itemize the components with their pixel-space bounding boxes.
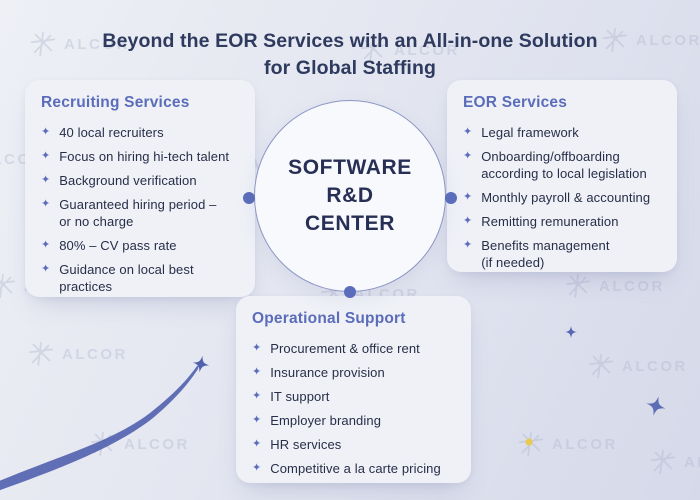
- list-item: ✦ Competitive a la carte pricing: [252, 460, 457, 477]
- list-item-text: Employer branding: [270, 413, 382, 428]
- sparkle-bullet-icon: ✦: [41, 198, 51, 210]
- operational-support-list: ✦ Procurement & office rent ✦ Insurance …: [252, 340, 457, 477]
- circle-label: SOFTWARE R&D CENTER: [288, 156, 412, 235]
- sparkle-bullet-icon: ✦: [252, 414, 262, 426]
- list-item-text: HR services: [270, 437, 342, 452]
- list-item: ✦ Guidance on local best practices: [41, 261, 241, 295]
- list-item-text: Onboarding/offboarding according to loca…: [481, 149, 647, 181]
- page-title: Beyond the EOR Services with an All-in-o…: [102, 30, 598, 80]
- eor-services-heading: EOR Services: [463, 94, 568, 111]
- sparkle-bullet-icon: ✦: [41, 239, 51, 251]
- list-item-text: Procurement & office rent: [270, 341, 420, 356]
- list-item: ✦ Onboarding/offboarding according to lo…: [463, 148, 663, 182]
- sparkle-bullet-icon: ✦: [252, 462, 262, 474]
- sparkle-bullet-icon: ✦: [252, 366, 262, 378]
- large-sparkle-star-icon: [646, 396, 666, 416]
- list-item-text: IT support: [270, 389, 330, 404]
- sparkle-bullet-icon: ✦: [41, 263, 51, 275]
- list-item: ✦ Insurance provision: [252, 364, 457, 381]
- list-item: ✦ Background verification: [41, 172, 241, 189]
- swoosh-tip-star-icon: [192, 355, 210, 373]
- sparkle-bullet-icon: ✦: [252, 438, 262, 450]
- list-item-text: 40 local recruiters: [59, 125, 164, 140]
- list-item: ✦ IT support: [252, 388, 457, 405]
- sparkle-bullet-icon: ✦: [463, 150, 473, 162]
- list-item: ✦ Employer branding: [252, 412, 457, 429]
- card-recruiting-services: Recruiting Services ✦ 40 local recruiter…: [25, 80, 255, 297]
- list-item: ✦ Monthly payroll & accounting: [463, 189, 663, 206]
- list-item: ✦ Focus on hiring hi-tech talent: [41, 148, 241, 165]
- yellow-accent-dot: [525, 438, 533, 446]
- list-item-text: Monthly payroll & accounting: [481, 190, 651, 205]
- recruiting-services-heading: Recruiting Services: [41, 94, 190, 111]
- recruiting-services-list: ✦ 40 local recruiters ✦ Focus on hiring …: [41, 124, 241, 295]
- sparkle-bullet-icon: ✦: [41, 126, 51, 138]
- list-item-text: Benefits management (if needed): [481, 238, 610, 270]
- list-item-text: Remitting remuneration: [481, 214, 619, 229]
- card-operational-support: Operational Support ✦ Procurement & offi…: [236, 296, 471, 483]
- sparkle-bullet-icon: ✦: [463, 215, 473, 227]
- list-item-text: Guidance on local best practices: [59, 262, 194, 294]
- list-item: ✦ 40 local recruiters: [41, 124, 241, 141]
- sparkle-bullet-icon: ✦: [41, 174, 51, 186]
- list-item: ✦ Procurement & office rent: [252, 340, 457, 357]
- list-item-text: Focus on hiring hi-tech talent: [59, 149, 230, 164]
- connector-dot-bottom: [344, 286, 356, 298]
- list-item-text: Insurance provision: [270, 365, 385, 380]
- list-item: ✦ Remitting remuneration: [463, 213, 663, 230]
- sparkle-bullet-icon: ✦: [41, 150, 51, 162]
- small-sparkle-star-icon: [565, 326, 577, 338]
- sparkle-bullet-icon: ✦: [463, 191, 473, 203]
- list-item: ✦ HR services: [252, 436, 457, 453]
- list-item-text: Legal framework: [481, 125, 579, 140]
- growth-swoosh-line: [0, 365, 199, 491]
- list-item: ✦ 80% – CV pass rate: [41, 237, 241, 254]
- sparkle-bullet-icon: ✦: [252, 390, 262, 402]
- sparkle-bullet-icon: ✦: [252, 342, 262, 354]
- sparkle-bullet-icon: ✦: [463, 126, 473, 138]
- operational-support-heading: Operational Support: [252, 310, 406, 327]
- sparkle-bullet-icon: ✦: [463, 239, 473, 251]
- list-item-text: Competitive a la carte pricing: [270, 461, 441, 476]
- connector-dot-right: [445, 192, 457, 204]
- list-item-text: Guaranteed hiring period – or no charge: [59, 197, 217, 229]
- list-item: ✦ Benefits management (if needed): [463, 237, 663, 271]
- software-rnd-center-circle: SOFTWARE R&D CENTER: [254, 100, 446, 292]
- list-item-text: 80% – CV pass rate: [59, 238, 177, 253]
- card-eor-services: EOR Services ✦ Legal framework ✦ Onboard…: [447, 80, 677, 272]
- list-item-text: Background verification: [59, 173, 197, 188]
- list-item: ✦ Guaranteed hiring period – or no charg…: [41, 196, 241, 230]
- connector-dot-left: [243, 192, 255, 204]
- list-item: ✦ Legal framework: [463, 124, 663, 141]
- eor-services-list: ✦ Legal framework ✦ Onboarding/offboardi…: [463, 124, 663, 271]
